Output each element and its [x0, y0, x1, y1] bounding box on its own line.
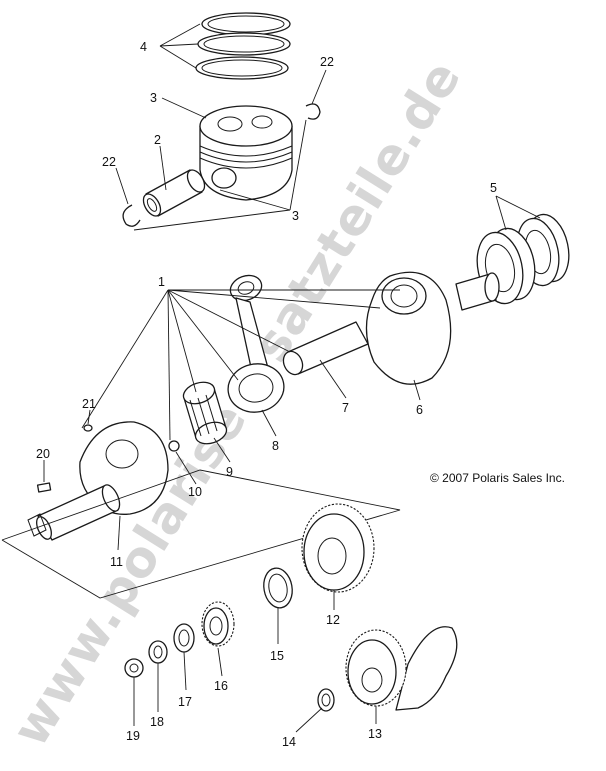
- callout-1: 1: [158, 275, 165, 289]
- callout-3-top: 3: [150, 91, 157, 105]
- woodruff-key: [83, 424, 93, 432]
- washer: [148, 640, 168, 664]
- callout-labels: 4 3 2 22 22 3 5 1 6 7 8 9 10 21 20 11 12…: [36, 40, 497, 749]
- callout-22-left: 22: [102, 155, 116, 169]
- callout-22-right: 22: [320, 55, 334, 69]
- main-bearings: [476, 213, 570, 305]
- primary-gear: [301, 503, 375, 593]
- callout-19: 19: [126, 729, 140, 743]
- callout-18: 18: [150, 715, 164, 729]
- shim-washer: [263, 567, 293, 609]
- callout-10: 10: [188, 485, 202, 499]
- callout-7: 7: [342, 401, 349, 415]
- callout-21: 21: [82, 397, 96, 411]
- small-washer: [317, 688, 335, 712]
- assembly-outline: [1, 469, 401, 599]
- callout-3-bottom: 3: [292, 209, 299, 223]
- callout-9: 9: [226, 465, 233, 479]
- callout-20: 20: [36, 447, 50, 461]
- lock-nut: [173, 623, 195, 653]
- callout-8: 8: [272, 439, 279, 453]
- balancer-shaft: [345, 626, 458, 711]
- drive-gear: [201, 601, 235, 647]
- crankshaft-right-half: [365, 271, 500, 385]
- callout-14: 14: [282, 735, 296, 749]
- key-pin: [36, 482, 52, 493]
- leader-lines: [43, 23, 541, 733]
- circlip-right: [305, 103, 321, 120]
- callout-5: 5: [490, 181, 497, 195]
- piston: [199, 105, 293, 201]
- callout-6: 6: [416, 403, 423, 417]
- wrist-pin: [142, 169, 206, 217]
- callout-2: 2: [154, 133, 161, 147]
- thrust-washer: [168, 440, 180, 452]
- connecting-rod: [227, 274, 285, 413]
- nut: [124, 658, 144, 678]
- callout-12: 12: [326, 613, 340, 627]
- callout-15: 15: [270, 649, 284, 663]
- callout-11: 11: [110, 555, 123, 569]
- crank-pin: [282, 321, 369, 376]
- callout-16: 16: [214, 679, 228, 693]
- callout-17: 17: [178, 695, 192, 709]
- copyright-text: © 2007 Polaris Sales Inc.: [430, 471, 565, 485]
- needle-bearing: [182, 381, 228, 445]
- callout-4: 4: [140, 40, 147, 54]
- callout-13: 13: [368, 727, 382, 741]
- piston-rings: [195, 12, 291, 80]
- circlip-left: [122, 204, 141, 227]
